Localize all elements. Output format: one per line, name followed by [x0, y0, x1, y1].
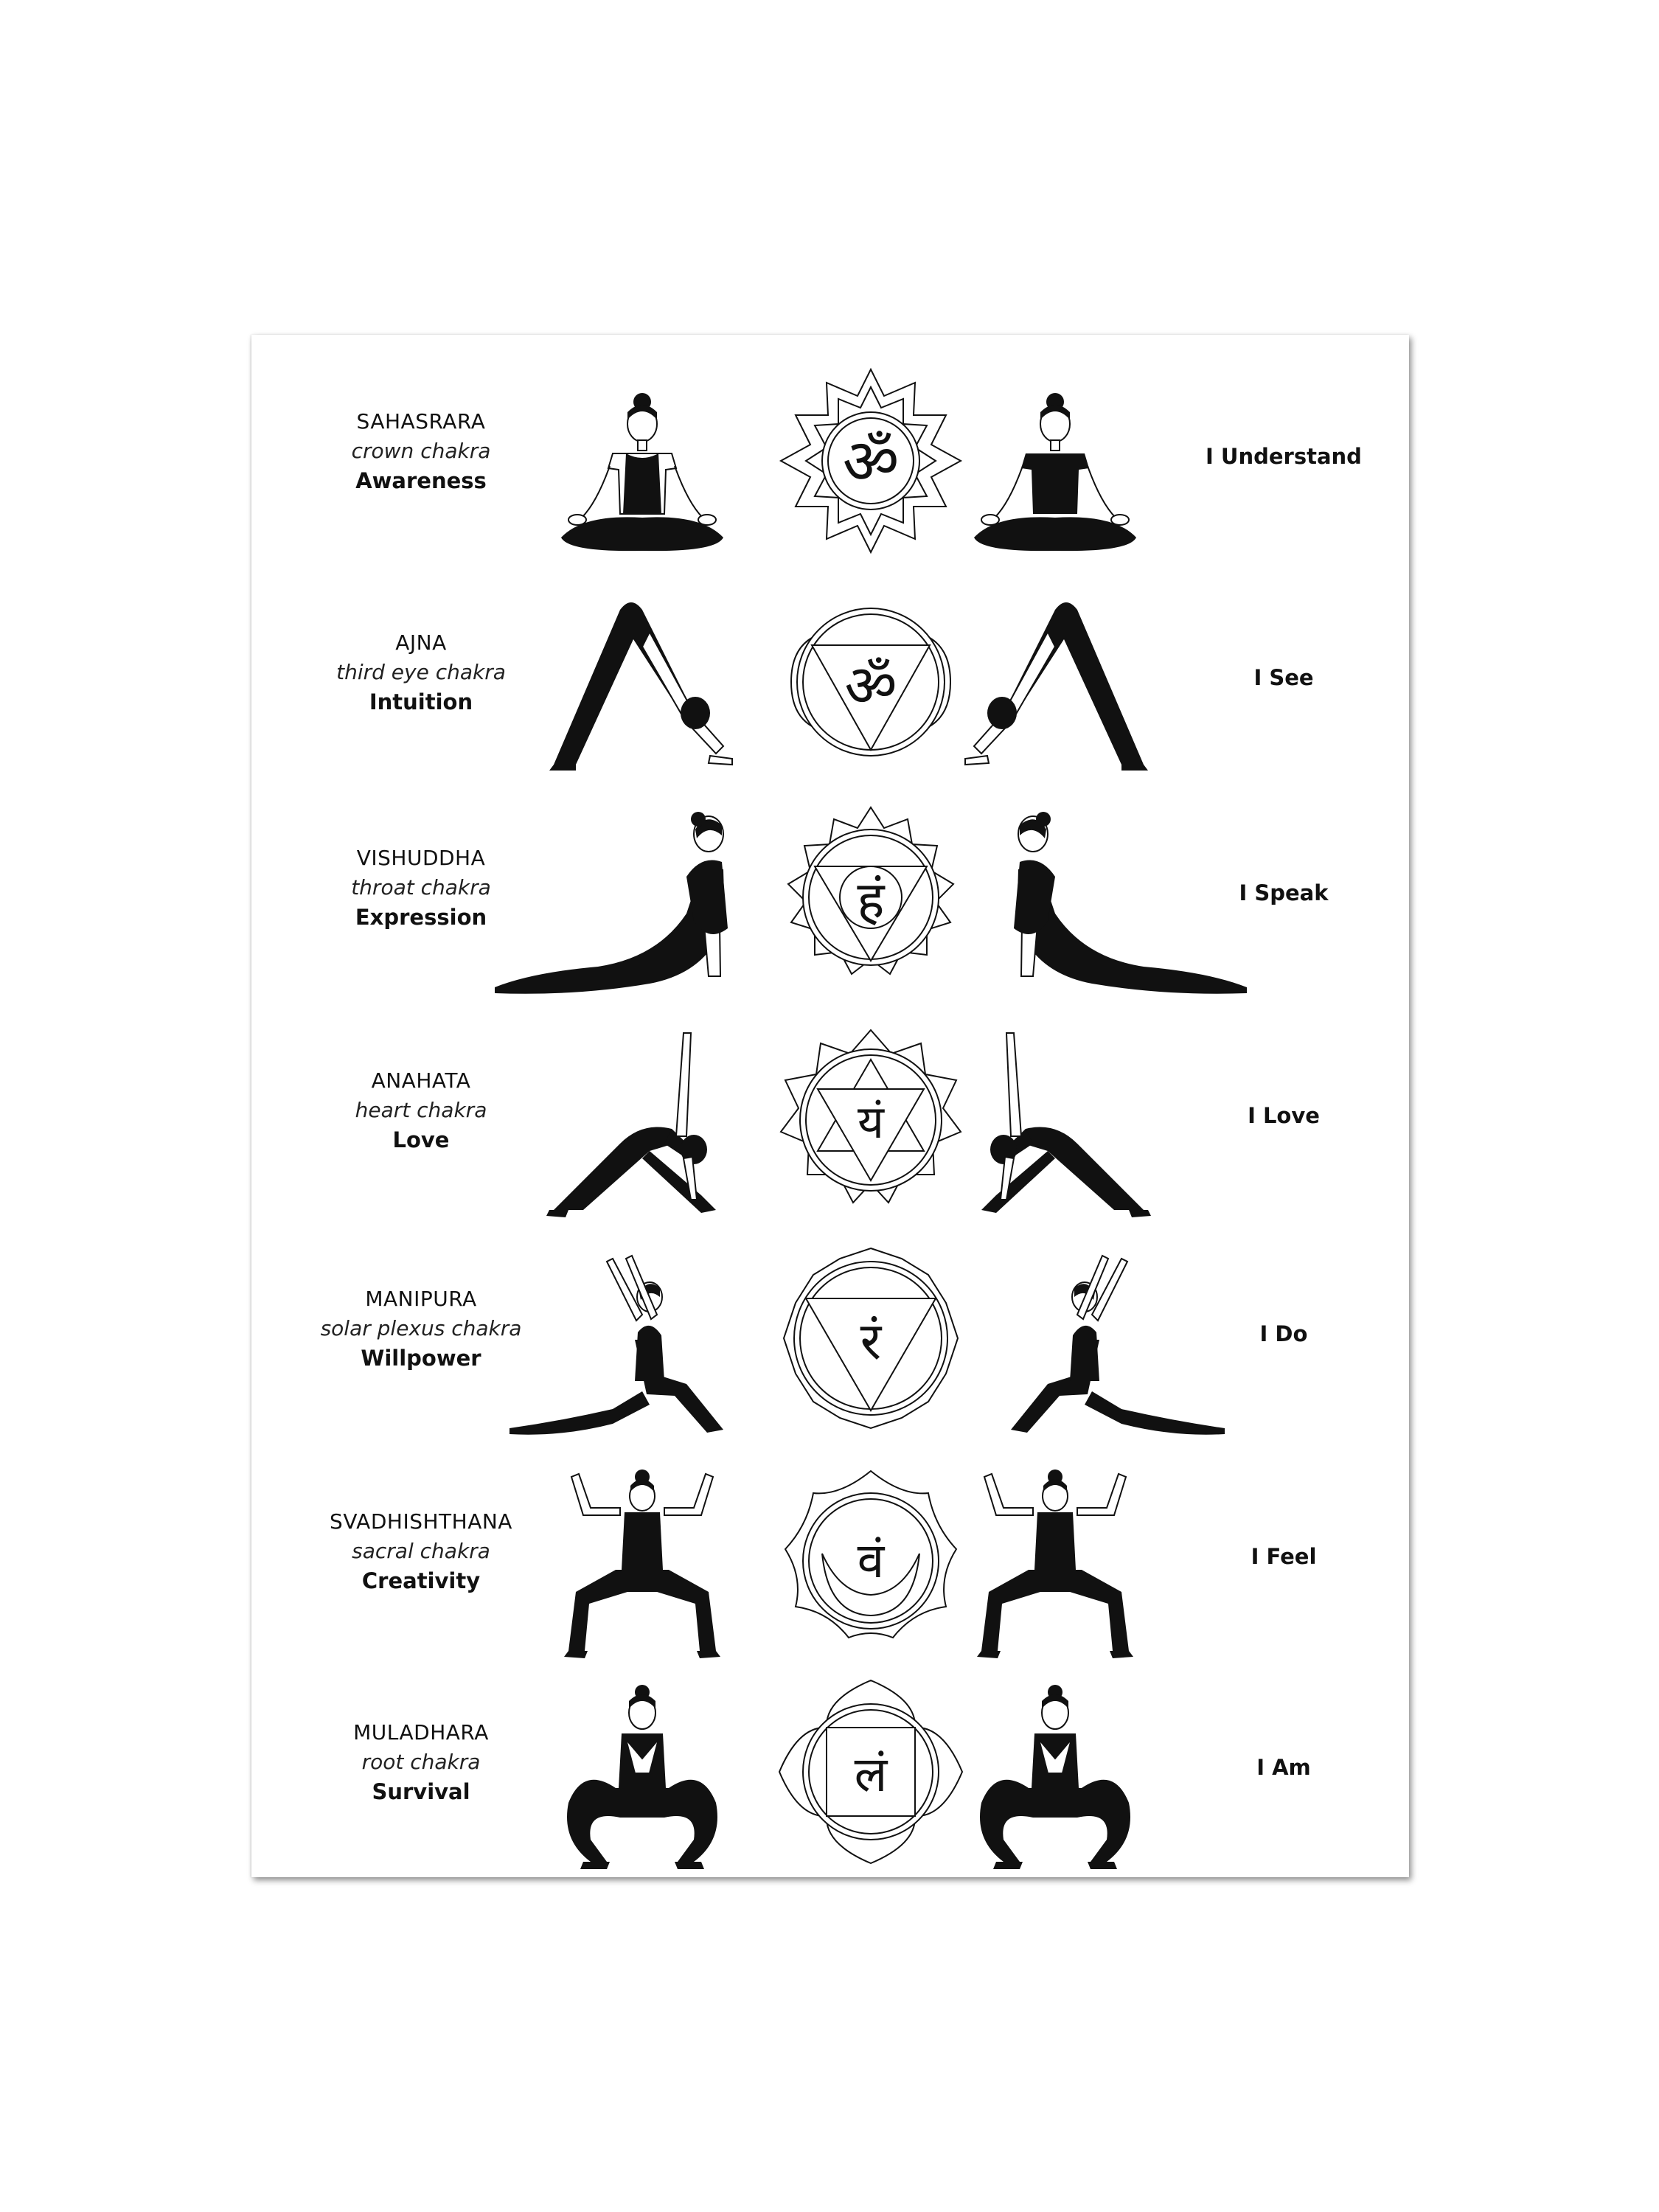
- chakra-affirmation: I Understand: [1206, 444, 1362, 469]
- chakra-subtitle: heart chakra: [355, 1098, 487, 1122]
- chakra-keyword: Awareness: [355, 468, 487, 493]
- chakra-keyword: Intuition: [369, 689, 473, 714]
- chakra-row-vishuddha: VISHUDDHA throat chakra Expression: [251, 792, 1409, 1006]
- four-petal-square-icon: लं: [776, 1677, 965, 1866]
- chakra-label: MULADHARA root chakra Survival: [296, 1718, 546, 1806]
- chakra-name: VISHUDDHA: [356, 846, 486, 870]
- chakra-row-svadhishthana: SVADHISHTHANA sacral chakra Creativity: [251, 1455, 1409, 1669]
- chakra-poster: SAHASRARA crown chakra Awareness: [251, 335, 1409, 1877]
- chakra-label: ANAHATA heart chakra Love: [296, 1066, 546, 1155]
- chakra-name: SAHASRARA: [356, 409, 486, 434]
- chakra-affirmation: I Feel: [1251, 1544, 1317, 1569]
- chakra-affirmation: I See: [1253, 665, 1314, 690]
- sixteen-petal-lotus-icon: हं: [776, 803, 965, 992]
- downward-dog-icon: [539, 588, 745, 787]
- chakra-affirmation: I Do: [1259, 1321, 1308, 1346]
- chakra-glyph: ॐ: [844, 653, 897, 720]
- chakra-row-manipura: MANIPURA solar plexus chakra Willpower: [251, 1233, 1409, 1447]
- cobra-pose-icon: [487, 803, 745, 1002]
- chakra-keyword: Expression: [355, 905, 487, 930]
- garland-squat-icon: [539, 1677, 745, 1877]
- triangle-pose-icon: [952, 1026, 1158, 1225]
- chakra-label: MANIPURA solar plexus chakra Willpower: [296, 1284, 546, 1373]
- chakra-glyph: वं: [858, 1532, 886, 1589]
- chakra-subtitle: crown chakra: [351, 439, 491, 463]
- chakra-keyword: Creativity: [361, 1568, 481, 1593]
- chakra-subtitle: solar plexus chakra: [320, 1316, 522, 1340]
- chakra-row-muladhara: MULADHARA root chakra Survival: [251, 1666, 1409, 1880]
- chakra-affirmation: I Love: [1248, 1103, 1320, 1128]
- chakra-name: AJNA: [395, 630, 447, 655]
- chakra-affirmation: I Speak: [1239, 880, 1329, 905]
- two-petal-triangle-icon: ॐ: [776, 588, 965, 776]
- triangle-pose-icon: [539, 1026, 745, 1225]
- chakra-label: SAHASRARA crown chakra Awareness: [296, 407, 546, 495]
- hexagram-lotus-icon: यं: [776, 1026, 965, 1214]
- chakra-keyword: Love: [392, 1127, 450, 1152]
- goddess-pose-icon: [952, 1467, 1158, 1666]
- chakra-subtitle: throat chakra: [351, 875, 491, 900]
- chakra-label: AJNA third eye chakra Intuition: [296, 628, 546, 717]
- downward-dog-icon: [952, 588, 1158, 787]
- chakra-label: SVADHISHTHANA sacral chakra Creativity: [296, 1507, 546, 1596]
- garland-squat-icon: [952, 1677, 1158, 1877]
- chakra-keyword: Willpower: [361, 1346, 481, 1371]
- six-petal-crescent-icon: वं: [776, 1467, 965, 1655]
- chakra-subtitle: third eye chakra: [336, 660, 506, 684]
- chakra-row-anahata: ANAHATA heart chakra Love: [251, 1015, 1409, 1228]
- ten-petal-triangle-icon: रं: [776, 1244, 965, 1433]
- chakra-name: SVADHISHTHANA: [330, 1509, 512, 1534]
- chakra-subtitle: sacral chakra: [352, 1539, 490, 1563]
- cobra-pose-icon: [996, 803, 1254, 1002]
- crescent-lunge-icon: [996, 1244, 1232, 1443]
- chakra-glyph: ॐ: [843, 425, 900, 498]
- chakra-label: VISHUDDHA throat chakra Expression: [296, 844, 546, 932]
- chakra-subtitle: root chakra: [361, 1750, 481, 1774]
- seated-lotus-icon: [539, 366, 745, 566]
- chakra-affirmation: I Am: [1256, 1755, 1311, 1780]
- chakra-glyph: यं: [858, 1095, 885, 1149]
- chakra-row-sahasrara: SAHASRARA crown chakra Awareness: [251, 355, 1409, 569]
- chakra-row-ajna: AJNA third eye chakra Intuition: [251, 577, 1409, 790]
- chakra-name: MULADHARA: [353, 1720, 489, 1745]
- chakra-name: ANAHATA: [371, 1068, 471, 1093]
- chakra-glyph: रं: [860, 1311, 883, 1371]
- seated-lotus-icon: [952, 366, 1158, 566]
- crescent-lunge-icon: [502, 1244, 738, 1443]
- goddess-pose-icon: [539, 1467, 745, 1666]
- chakra-keyword: Survival: [372, 1779, 470, 1804]
- thousand-petal-lotus-icon: ॐ: [776, 366, 965, 555]
- chakra-glyph: लं: [855, 1746, 888, 1803]
- chakra-glyph: हं: [857, 870, 886, 931]
- chakra-name: MANIPURA: [365, 1287, 477, 1311]
